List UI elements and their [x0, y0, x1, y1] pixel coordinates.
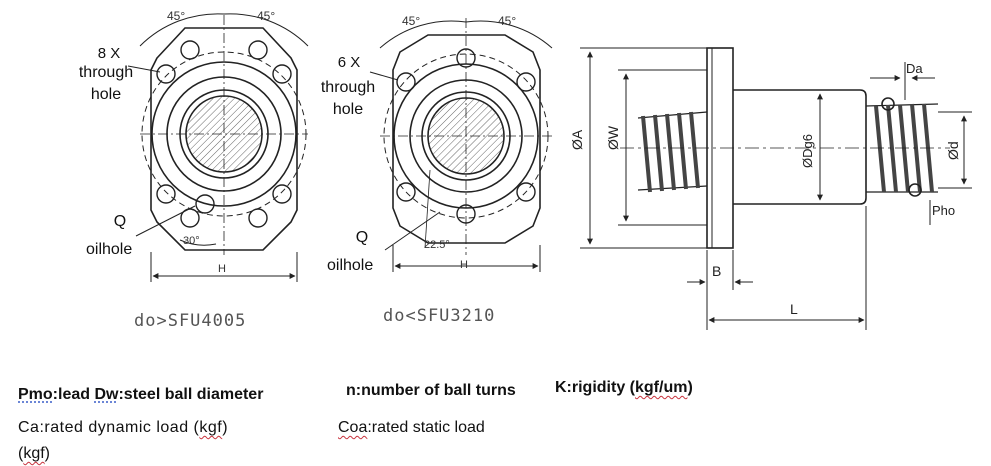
dim-b-label: B [712, 263, 721, 279]
legend-k: K:rigidity (kgf/um) [555, 378, 693, 398]
legend-ca: Ca:rated dynamic load (kgf) [18, 418, 228, 438]
through-label-middle: through [320, 79, 376, 96]
dim-a-label: ØA [569, 129, 585, 150]
legend-k-text: K:rigidity ( [555, 379, 635, 396]
dim-l-label: L [790, 301, 798, 317]
width-label-left: H [218, 263, 226, 275]
legend-ca-close: ) [222, 419, 229, 436]
holes-count-middle: 6 X [337, 54, 361, 71]
hole-label-left: hole [90, 86, 122, 103]
ball-nut-side-view [580, 47, 972, 330]
legend-pmo-dw: Pmo:lead Dw:steel ball diameter [18, 385, 263, 405]
width-label-middle: H [460, 259, 468, 271]
angle-label-middle-a: 45° [402, 14, 420, 28]
dim-d-label: Ød [945, 141, 961, 160]
legend-ca-cont: (kgf) [18, 444, 50, 464]
dim-w-label: ØW [605, 125, 621, 150]
dim-da-label: Da [906, 61, 923, 76]
oil-angle-label-middle: 22.5° [424, 239, 450, 251]
through-hole-icons [156, 40, 292, 228]
hole-label-middle: hole [332, 101, 364, 118]
caption-left: do>SFU4005 [134, 311, 247, 331]
legend-ca-cont-open: ( [18, 445, 24, 462]
flange-front-view-middle [369, 18, 553, 272]
flange-front-view-left [127, 13, 309, 282]
angle-label-middle-b: 45° [498, 14, 516, 28]
legend-coa: Coa:rated static load [338, 418, 485, 438]
legend-ca-text: Ca:rated dynamic load ( [18, 419, 200, 436]
legend-k-close: ) [687, 379, 693, 396]
oilhole-symbol-left: Q [113, 213, 127, 230]
legend-coa-term: Coa [338, 419, 368, 436]
angle-label-left-a: 45° [167, 9, 185, 23]
legend-n: n:number of ball turns [346, 382, 516, 399]
dim-pho-label: Pho [932, 203, 955, 218]
legend-ca-unit: kgf [199, 419, 223, 436]
legend-pmo-term: Pmo [18, 386, 53, 403]
oil-angle-label-left: 30° [183, 235, 200, 247]
dim-dg-label: ØDg6 [800, 134, 815, 168]
legend-coa-desc: :rated static load [367, 419, 485, 436]
legend-k-unit: kgf/um [635, 379, 688, 396]
legend-dw-term: Dw [94, 386, 119, 403]
through-label-left: through [78, 64, 134, 81]
holes-count-left: 8 X [97, 45, 121, 62]
legend-ca-cont-unit: kgf [23, 445, 45, 462]
legend-pmo-desc: :lead [52, 386, 95, 403]
legend-dw-desc: :steel ball diameter [118, 386, 264, 403]
oilhole-label-middle: oilhole [327, 257, 374, 274]
oilhole-label-left: oilhole [86, 241, 133, 258]
caption-middle: do<SFU3210 [383, 306, 496, 326]
angle-label-left-b: 45° [257, 9, 275, 23]
legend-ca-cont-close: ) [44, 445, 50, 462]
oilhole-symbol-middle: Q [355, 229, 369, 246]
